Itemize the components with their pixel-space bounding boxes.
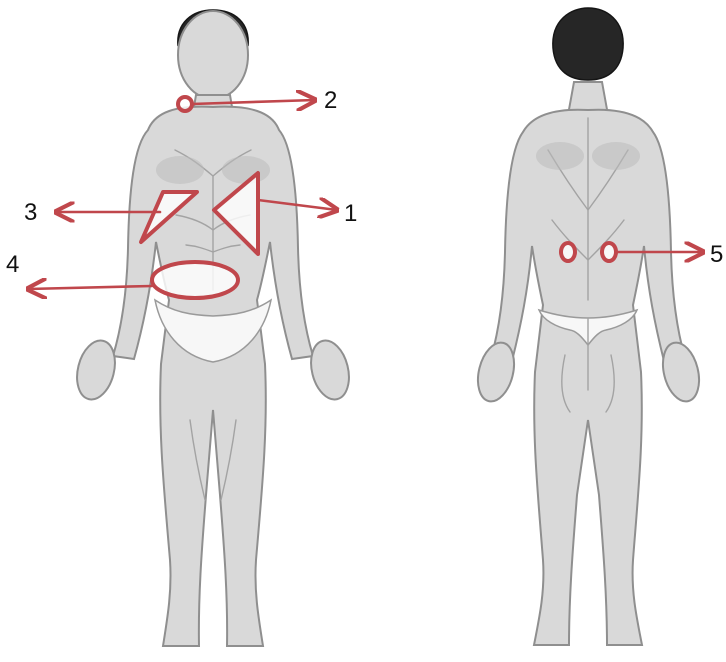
label-3: 3 [24, 199, 37, 226]
front-figure [71, 10, 354, 646]
label-2: 2 [324, 87, 337, 114]
marker-5-right-circle [602, 243, 616, 261]
label-4: 4 [6, 251, 19, 278]
marker-2-circle [178, 97, 192, 111]
marker-4-ellipse [152, 262, 238, 298]
label-5: 5 [710, 241, 723, 268]
label-1: 1 [344, 200, 357, 227]
back-figure [472, 8, 705, 645]
marker-5-left-circle [561, 243, 575, 261]
